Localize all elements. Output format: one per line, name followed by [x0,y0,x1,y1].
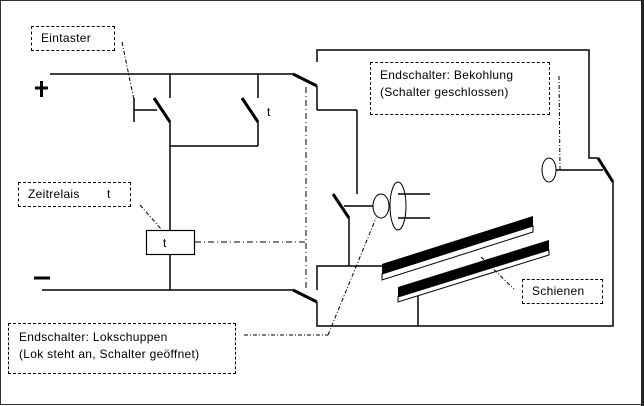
zeitrelais-symbol: t [107,187,111,201]
coaling-circuit [292,49,615,327]
leader-bekohlung [558,75,561,171]
lokschuppen-line2: (Lok steht an, Schalter geöffnet) [19,347,200,361]
leader-eintaster [121,41,135,101]
coaling-sensor [541,157,557,183]
leader-lokschuppen-d [327,217,377,336]
bekohlung-callout: Endschalter: Bekohlung (Schalter geschlo… [370,62,550,115]
eintaster-label: Eintaster [41,31,92,45]
eintaster-callout: Eintaster [31,26,115,51]
rail-feed-1 [316,265,382,290]
schienen-label: Schienen [532,284,585,298]
timer-contact-symbol: t [267,105,271,119]
eintaster-switch [133,74,172,290]
time-relay-box [145,229,196,256]
zeitrelais-label: Zeitrelais [28,187,80,201]
bekohlung-line1: Endschalter: Bekohlung [380,68,514,82]
relay-box-symbol: t [163,236,167,250]
lokschuppen-callout: Endschalter: Lokschuppen (Lok steht an, … [8,323,236,374]
relay-mechanical-link [195,87,307,290]
frame-edge [641,0,644,406]
rail-1 [381,216,534,281]
rail-2 [397,240,550,303]
timer-contact-switch [170,74,260,147]
shed-limit-switch [331,181,430,266]
bekohlung-line2: (Schalter geschlossen) [380,85,509,99]
leader-zeitrelais [139,204,163,231]
plus-sign [35,81,48,97]
zeitrelais-callout: Zeitrelais t [18,182,131,207]
leader-schienen [480,256,515,290]
schienen-callout: Schienen [522,279,603,304]
leader-lines [121,41,561,336]
switch-top [292,72,358,194]
lokschuppen-line1: Endschalter: Lokschuppen [19,330,168,344]
